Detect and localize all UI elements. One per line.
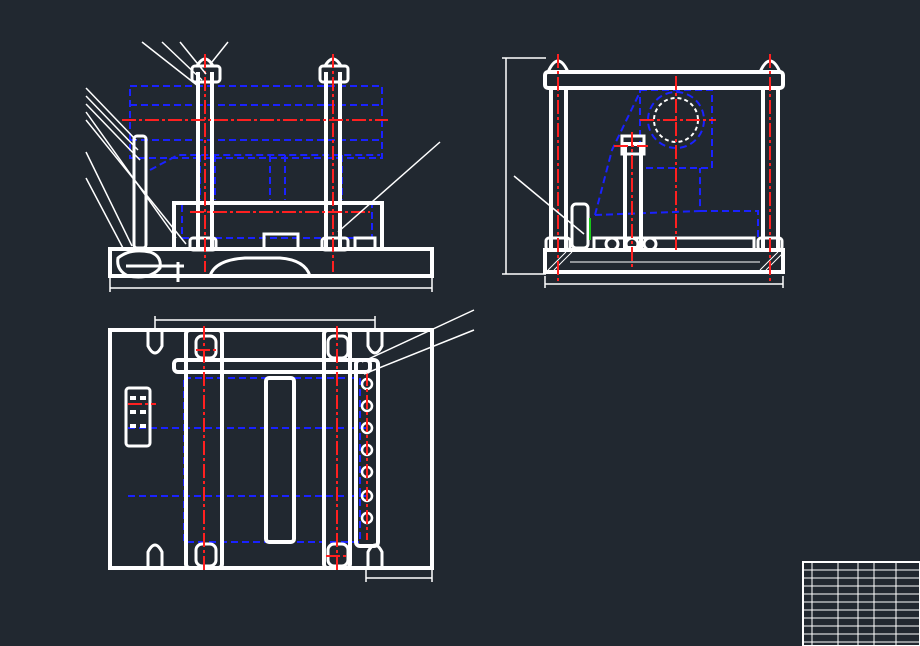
front-view-leaders [85, 41, 441, 251]
front-view-hidden-lines [129, 85, 383, 239]
front-view-columns [196, 72, 342, 249]
side-view [502, 54, 785, 288]
front-view-lever [116, 134, 184, 282]
side-view-hatch [547, 251, 783, 271]
front-view [85, 41, 441, 292]
title-block [802, 561, 920, 646]
top-view [108, 309, 475, 582]
